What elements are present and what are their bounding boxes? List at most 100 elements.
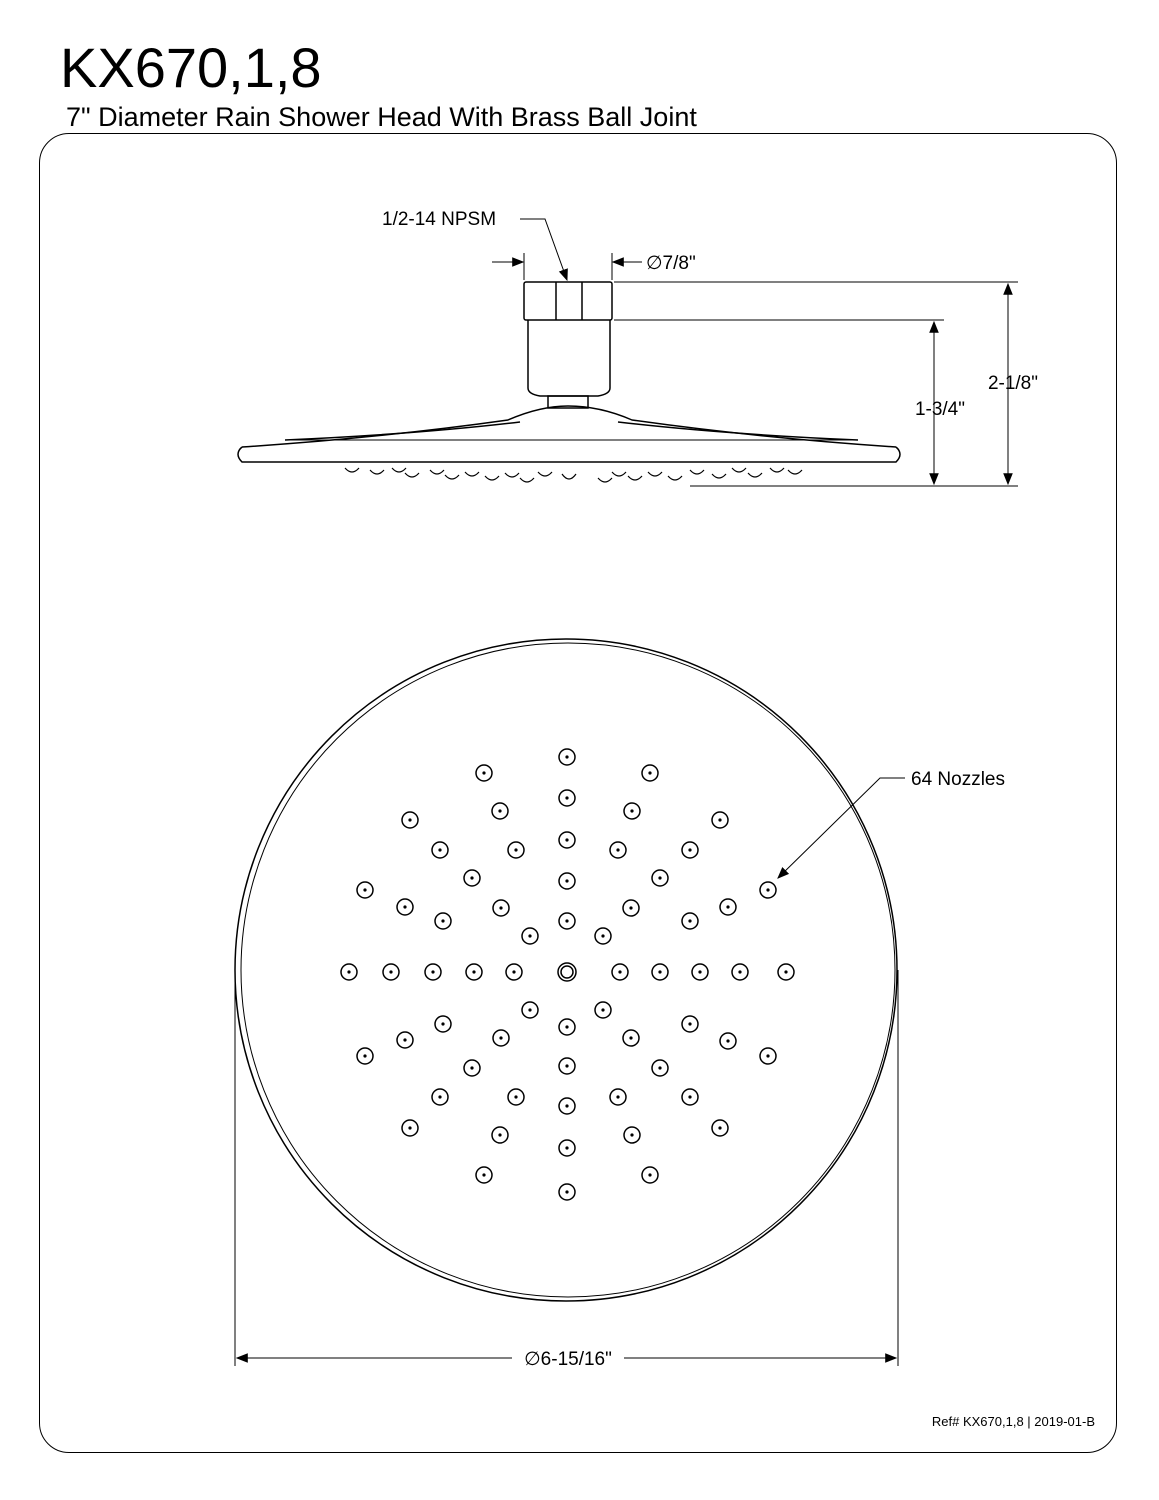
nozzle	[558, 789, 576, 807]
nozzle-dot	[482, 1173, 486, 1177]
nozzle-dot	[514, 1095, 518, 1099]
nozzle	[340, 963, 358, 981]
nozzle-dot	[441, 919, 445, 923]
nozzle	[505, 963, 523, 981]
nozzle-dot	[565, 838, 569, 842]
nozzle-dot	[514, 848, 518, 852]
nozzle-dot	[512, 970, 516, 974]
face-outer-circle	[234, 638, 898, 1302]
nozzle-callout: 64 Nozzles	[911, 769, 1005, 790]
nozzle-dot	[565, 796, 569, 800]
nozzle-dot	[565, 1025, 569, 1029]
height-total-label: 2-1/8"	[988, 373, 1038, 394]
nozzle-dot	[688, 848, 692, 852]
nozzle	[463, 869, 481, 887]
center-nozzle	[557, 962, 577, 982]
stem	[547, 395, 589, 409]
nozzle-dot	[688, 1095, 692, 1099]
hex-connector	[523, 281, 613, 321]
nozzle-dot	[648, 771, 652, 775]
nozzle-dot	[629, 906, 633, 910]
nozzle	[507, 1088, 525, 1106]
nozzle-dot	[784, 970, 788, 974]
top-view	[234, 638, 898, 1302]
nozzle	[356, 881, 374, 899]
nozzle-dot	[482, 771, 486, 775]
nozzle	[356, 1047, 374, 1065]
nozzle	[719, 1032, 737, 1050]
connector-diameter-label: ∅7/8"	[646, 253, 696, 274]
nozzle-dot	[499, 906, 503, 910]
nozzle-dot	[688, 919, 692, 923]
nozzle-dot	[403, 1038, 407, 1042]
nozzle	[558, 748, 576, 766]
nozzle	[623, 802, 641, 820]
nozzle	[492, 899, 510, 917]
nozzle	[609, 841, 627, 859]
nozzle	[651, 869, 669, 887]
nozzle-dot	[565, 1190, 569, 1194]
nozzle-dot	[601, 934, 605, 938]
nozzle	[641, 1166, 659, 1184]
nozzle	[491, 802, 509, 820]
nozzle-dot	[565, 755, 569, 759]
nozzle-dot	[630, 809, 634, 813]
nozzle	[681, 841, 699, 859]
nozzle-dot	[565, 1146, 569, 1150]
side-dimensions	[492, 218, 1018, 487]
nozzle	[463, 1059, 481, 1077]
nozzle-dot	[688, 1022, 692, 1026]
nozzle	[681, 912, 699, 930]
nozzle	[558, 912, 576, 930]
nozzle	[623, 1126, 641, 1144]
nozzle	[609, 1088, 627, 1106]
nozzle	[558, 1018, 576, 1036]
nozzle-dot	[726, 905, 730, 909]
nozzle-dot	[347, 970, 351, 974]
nozzle-dot	[438, 848, 442, 852]
nozzle-dot	[363, 888, 367, 892]
nozzle-dot	[648, 1173, 652, 1177]
nozzle	[558, 1057, 576, 1075]
side-nozzles	[344, 467, 803, 483]
side-view	[237, 281, 901, 483]
top-dimensions	[234, 777, 905, 1366]
nozzle-dot	[629, 1036, 633, 1040]
nozzle	[622, 899, 640, 917]
nozzle-dot	[498, 809, 502, 813]
nozzle	[719, 898, 737, 916]
nozzle-dot	[528, 1008, 532, 1012]
nozzle-dot	[618, 970, 622, 974]
nozzle-dot	[408, 818, 412, 822]
center-nozzle-inner	[560, 965, 574, 979]
nozzle	[491, 1126, 509, 1144]
nozzle-dot	[470, 1066, 474, 1070]
nozzle-dot	[630, 1133, 634, 1137]
nozzle-dot	[438, 1095, 442, 1099]
thread-leader	[520, 218, 568, 282]
nozzle-dot	[766, 1054, 770, 1058]
nozzle-dot	[470, 876, 474, 880]
height-body-label: 1-3/4"	[915, 399, 965, 420]
nozzle	[558, 872, 576, 890]
nozzle-dot	[528, 934, 532, 938]
nozzle	[759, 881, 777, 899]
model-number: KX670,1,8	[60, 36, 322, 99]
nozzle-dot	[766, 888, 770, 892]
nozzle	[594, 927, 612, 945]
nozzle	[777, 963, 795, 981]
nozzle	[475, 764, 493, 782]
nozzle	[396, 898, 414, 916]
nozzle	[521, 1001, 539, 1019]
nozzle-dot	[616, 1095, 620, 1099]
nozzle	[492, 1029, 510, 1047]
nozzle	[611, 963, 629, 981]
nozzle-dot	[616, 848, 620, 852]
nozzle-leader	[777, 777, 905, 879]
nozzle	[465, 963, 483, 981]
product-subtitle: 7" Diameter Rain Shower Head With Brass …	[66, 102, 697, 132]
nozzle-dot	[658, 876, 662, 880]
nozzle	[594, 1001, 612, 1019]
nozzle-dot	[698, 970, 702, 974]
